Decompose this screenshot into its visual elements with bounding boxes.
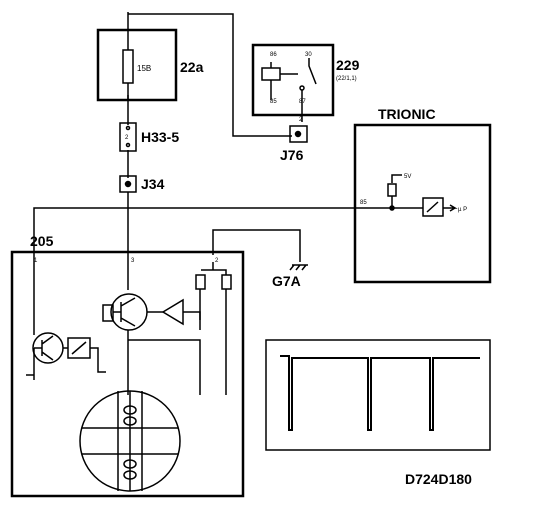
fuse-element <box>122 49 134 84</box>
trionic-box <box>353 123 492 284</box>
connector-h33 <box>119 122 137 152</box>
waveform-trace <box>280 355 480 431</box>
connector-h33-pin: 2 <box>125 135 129 141</box>
relay-switch <box>301 58 317 108</box>
connector-j76 <box>289 125 308 143</box>
trionic-label: TRIONIC <box>378 106 436 122</box>
relay-label: 229 <box>336 57 360 73</box>
relay-pin-87: 87 <box>299 99 306 105</box>
trionic-buffer <box>422 197 444 217</box>
relay-box <box>251 43 335 117</box>
relay-pin-86: 86 <box>270 52 277 58</box>
sensor-pin-3: 3 <box>131 258 135 264</box>
relay-pin-30: 30 <box>305 52 312 58</box>
fuse-box-label: 22a <box>180 59 204 75</box>
fuse-rating-label: 15B <box>137 64 151 73</box>
trionic-mu-label: µ P <box>458 207 467 213</box>
wire-ground <box>212 229 308 271</box>
sensor-unit-label: 205 <box>30 233 54 249</box>
sensor-pin-1: 1 <box>34 258 38 264</box>
relay-pin-85: 85 <box>270 99 277 105</box>
diagram-code-label: D724D180 <box>405 471 472 487</box>
trionic-5v-label: 5V <box>404 174 411 180</box>
wire-top-to-relay <box>128 13 292 137</box>
connector-h33-label: H33-5 <box>141 129 179 145</box>
relay-sub-label: (22/1,1) <box>336 76 357 82</box>
connector-j34-label: J34 <box>141 176 165 192</box>
relay-pin-2: 2 <box>299 117 303 123</box>
relay-coil <box>261 67 281 81</box>
connector-j34 <box>119 175 137 193</box>
waveform-box <box>265 339 491 451</box>
trionic-pin-label: 85 <box>360 200 367 206</box>
wire-signal-to-trionic <box>33 207 392 255</box>
connector-j76-label: J76 <box>280 147 304 163</box>
ground-label: G7A <box>272 273 301 289</box>
sensor-box <box>10 250 245 498</box>
fuse-box <box>96 28 178 102</box>
sensor-pin-2: 2 <box>215 258 219 264</box>
